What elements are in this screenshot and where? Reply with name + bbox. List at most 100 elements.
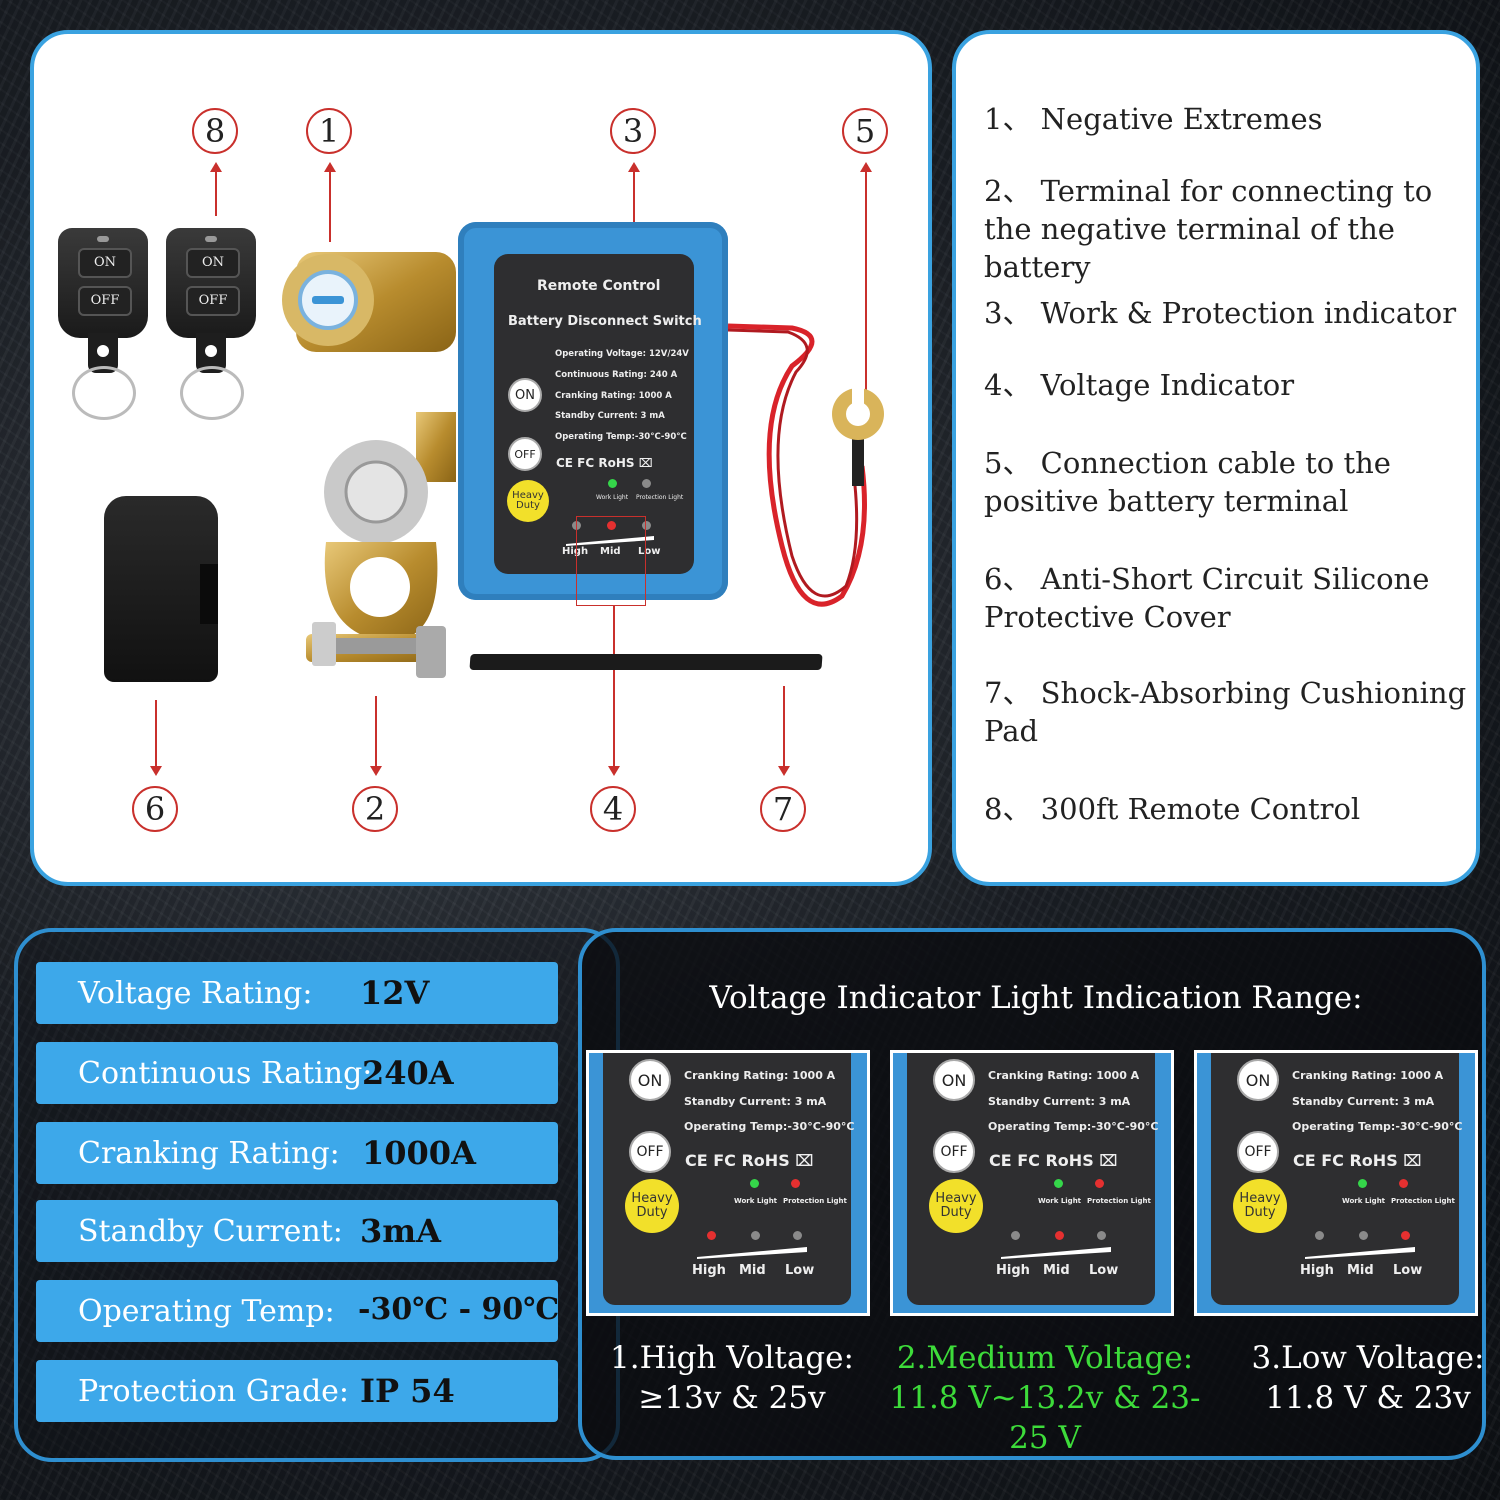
spec-row-temp: Operating Temp: -30℃ - 90℃	[36, 1280, 560, 1342]
mini-mid-led	[1359, 1231, 1368, 1240]
mini-on-button: ON	[933, 1059, 975, 1101]
spec-row-standby: Standby Current: 3mA	[36, 1200, 558, 1262]
mini-protection-label: Protection Light	[1391, 1197, 1455, 1205]
mini-panel-low: ON OFF Cranking Rating: 1000 A Standby C…	[1194, 1050, 1478, 1316]
spec-value: 1000A	[362, 1134, 476, 1172]
mini-protection-label: Protection Light	[1087, 1197, 1151, 1205]
callout-4-arrow	[608, 606, 620, 776]
remote-on-button: ON	[186, 248, 240, 278]
mini-panel-mid: ON OFF Cranking Rating: 1000 A Standby C…	[890, 1050, 1174, 1316]
remote-control-left: ON OFF	[58, 228, 148, 420]
mini-heavy-duty-badge: Heavy Duty	[929, 1179, 983, 1233]
callout-5: 5	[842, 108, 888, 154]
high-label: High	[562, 546, 589, 557]
spec-label: Continuous Rating:	[78, 1056, 373, 1091]
legend-item-7: 7、 Shock-Absorbing Cushioning Pad	[984, 676, 1467, 748]
mini-protection-led	[1399, 1179, 1408, 1188]
mini-heavy-duty-badge: Heavy Duty	[625, 1179, 679, 1233]
mini-protection-led	[1095, 1179, 1104, 1188]
spec-row-protection: Protection Grade: IP 54	[36, 1360, 558, 1422]
mini-work-label: Work Light	[1038, 1197, 1082, 1205]
mini-off-button: OFF	[1237, 1131, 1279, 1173]
mini-scale-ramp	[1001, 1247, 1111, 1259]
mini-high-led	[1011, 1231, 1020, 1240]
cushion-pad-icon	[469, 654, 823, 670]
caption-high-voltage: 1.High Voltage: ≥13v & 25v	[602, 1338, 862, 1418]
mini-high-label: High	[692, 1263, 726, 1278]
remote-led	[97, 236, 109, 242]
remote-on-button: ON	[78, 248, 132, 278]
mini-protection-led	[791, 1179, 800, 1188]
callout-6-arrow	[150, 700, 162, 776]
caption-line2: ≥13v & 25v	[638, 1380, 826, 1416]
mini-spec-line: Standby Current: 3 mA	[988, 1095, 1131, 1108]
remote-control-right: ON OFF	[166, 228, 256, 420]
device-spec-line: Cranking Rating: 1000 A	[555, 391, 672, 401]
callout-4: 4	[590, 786, 636, 832]
mini-low-led	[1401, 1231, 1410, 1240]
callout-1: 1	[306, 108, 352, 154]
low-label: Low	[638, 546, 661, 557]
mini-certs: CE FC RoHS ⌧	[1293, 1151, 1422, 1170]
mini-off-button: OFF	[629, 1131, 671, 1173]
positive-cable-icon	[727, 323, 884, 607]
mini-work-label: Work Light	[1342, 1197, 1386, 1205]
mini-scale-ramp	[697, 1247, 807, 1259]
key-ring-icon	[180, 366, 244, 420]
legend-item-4: 4、 Voltage Indicator	[984, 368, 1295, 402]
mini-low-label: Low	[785, 1263, 815, 1278]
mini-work-led	[750, 1179, 759, 1188]
spec-label: Operating Temp:	[78, 1294, 335, 1329]
heavy-duty-line2: Duty	[636, 1205, 668, 1220]
mini-mid-label: Mid	[739, 1263, 766, 1278]
key-ring-icon	[72, 366, 136, 420]
spec-label: Cranking Rating:	[78, 1136, 340, 1171]
mini-on-button: ON	[629, 1059, 671, 1101]
mini-mid-label: Mid	[1347, 1263, 1374, 1278]
mini-work-led	[1054, 1179, 1063, 1188]
mini-low-label: Low	[1089, 1263, 1119, 1278]
heavy-duty-line1: Heavy	[1239, 1191, 1281, 1207]
mid-voltage-led	[607, 521, 616, 530]
callout-6: 6	[132, 786, 178, 832]
mini-certs: CE FC RoHS ⌧	[685, 1151, 814, 1170]
remote-led	[205, 236, 217, 242]
caption-line2: 11.8 V & 23v	[1265, 1380, 1471, 1416]
spec-label: Voltage Rating:	[78, 976, 313, 1011]
legend-item-8: 8、 300ft Remote Control	[984, 792, 1361, 826]
mini-on-button: ON	[1237, 1059, 1279, 1101]
mini-mid-led	[1055, 1231, 1064, 1240]
legend-item-2: 2、 Terminal for connecting to the negati…	[984, 174, 1433, 284]
voltage-scale-ramp	[566, 536, 654, 546]
device-spec-line: Operating Temp:-30°C-90°C	[555, 432, 687, 442]
remote-off-button: OFF	[186, 286, 240, 316]
caption-line1: 2.Medium Voltage:	[896, 1340, 1194, 1376]
mini-work-label: Work Light	[734, 1197, 778, 1205]
component-legend-panel: 1、 Negative Extremes 2、 Terminal for con…	[952, 30, 1480, 886]
caption-medium-voltage: 2.Medium Voltage: 11.8 V~13.2v & 23-25 V	[870, 1338, 1220, 1458]
specifications-panel: Voltage Rating: 12V Continuous Rating: 2…	[14, 928, 620, 1462]
mini-scale-ramp	[1305, 1247, 1415, 1259]
callout-8-arrow	[210, 162, 222, 216]
spec-row-continuous: Continuous Rating: 240A	[36, 1042, 558, 1104]
mini-mid-label: Mid	[1043, 1263, 1070, 1278]
mini-high-label: High	[1300, 1263, 1334, 1278]
work-light-label: Work Light	[596, 494, 629, 501]
mini-off-button: OFF	[933, 1131, 975, 1173]
device-spec-line: Standby Current: 3 mA	[555, 411, 665, 421]
caption-line2: 11.8 V~13.2v & 23-25 V	[889, 1380, 1201, 1456]
heavy-duty-badge: Heavy Duty	[507, 480, 549, 522]
callout-3: 3	[610, 108, 656, 154]
spec-value: -30℃ - 90℃	[358, 1292, 560, 1327]
device-subtitle: Battery Disconnect Switch	[508, 314, 702, 329]
mini-spec-line: Operating Temp:-30°C-90°C	[988, 1120, 1159, 1133]
mini-heavy-duty-badge: Heavy Duty	[1233, 1179, 1287, 1233]
callout-2-arrow	[370, 696, 382, 776]
callout-8: 8	[192, 108, 238, 154]
mini-high-label: High	[996, 1263, 1030, 1278]
heavy-duty-line2: Duty	[940, 1205, 972, 1220]
caption-low-voltage: 3.Low Voltage: 11.8 V & 23v	[1246, 1338, 1490, 1418]
callout-7: 7	[760, 786, 806, 832]
mini-protection-label: Protection Light	[783, 1197, 847, 1205]
device-spec-line: Continuous Rating: 240 A	[555, 370, 678, 380]
